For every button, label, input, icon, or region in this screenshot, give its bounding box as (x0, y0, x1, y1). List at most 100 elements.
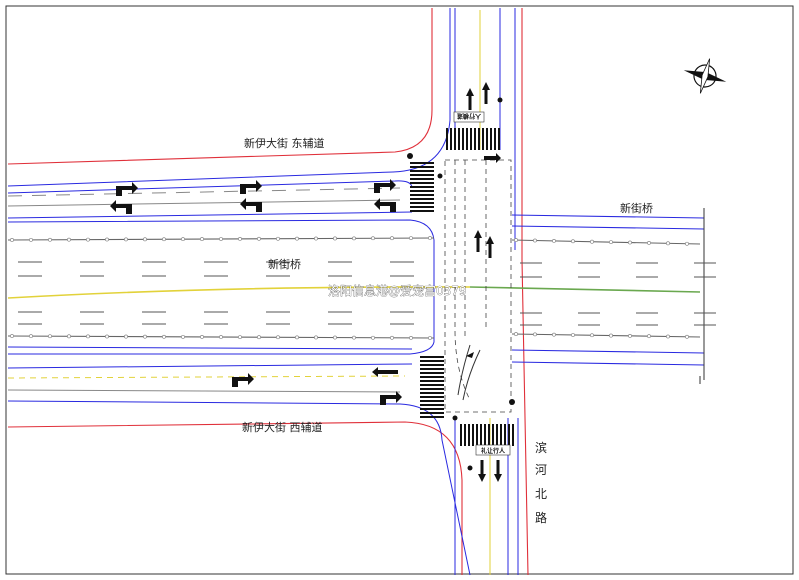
crosswalk-stripe (410, 178, 434, 180)
crosswalk-stripe (410, 174, 434, 176)
rail-dot (514, 332, 518, 336)
sign-top: 人行横道 (453, 111, 485, 123)
crosswalk-stripe (410, 190, 434, 192)
signal-markers (381, 97, 515, 471)
rail-dot (628, 333, 632, 338)
rail-dot (314, 335, 318, 340)
crosswalk-stripe (420, 364, 444, 366)
rail-dot (10, 238, 14, 242)
rail-dot (314, 236, 318, 241)
main-road-label: 新街桥 (268, 257, 301, 271)
rail-dot (533, 238, 537, 243)
crosswalk-stripe (454, 128, 456, 150)
lane-edges (7, 8, 705, 576)
arrow-icon (482, 82, 490, 104)
rail-dot (219, 335, 223, 339)
arrow-icon (466, 88, 474, 110)
crosswalk-stripe (420, 408, 444, 410)
arrow-icon (466, 352, 474, 358)
aux-separators (7, 187, 401, 393)
arrow-icon (478, 460, 486, 482)
arrow-icon (240, 180, 262, 194)
arrow-icon (232, 373, 254, 387)
arrow-icon (372, 367, 398, 377)
crosswalk-stripe (420, 404, 444, 406)
rail-dot (514, 238, 518, 242)
rail-dot (685, 241, 689, 246)
rail-dot (181, 237, 185, 242)
rail-dot (48, 237, 52, 242)
crosswalk-stripe (410, 162, 434, 164)
north-arrow-icon (683, 58, 727, 94)
crosswalk-stripe (464, 424, 466, 446)
rail-dot (238, 236, 242, 241)
rail-dot (390, 236, 394, 241)
rail-dot (571, 239, 575, 244)
north-road-char: 滨 (535, 440, 547, 455)
crosswalk-stripe (466, 128, 468, 150)
crosswalk-stripe (410, 170, 434, 172)
rail-dot (609, 240, 613, 245)
crosswalk-stripe (410, 194, 434, 196)
rail-dot (67, 334, 71, 339)
crosswalk-stripe (504, 424, 506, 446)
rail-dot (29, 334, 33, 339)
rail-dot (200, 335, 204, 339)
south-leg-arrows (466, 352, 502, 482)
crosswalk-stripe (476, 424, 478, 446)
rail-dot (257, 335, 261, 340)
rail-dot (552, 332, 556, 337)
east-aux-arrows (110, 179, 396, 214)
crosswalk-stripe (478, 128, 480, 150)
crosswalk-stripe (420, 396, 444, 398)
crosswalk-stripe (420, 372, 444, 374)
arrow-icon (486, 236, 494, 258)
rail-dot (390, 335, 394, 340)
watermark: 洛阳信息港@爱宠宫0379 (328, 283, 467, 298)
crosswalk-left-lower (420, 356, 444, 418)
crosswalk-stripe (410, 166, 434, 168)
drawing-frame (5, 5, 794, 575)
rail-dot (352, 236, 356, 241)
crosswalk-stripe (410, 210, 434, 212)
rail-dot (238, 335, 242, 340)
rail-dot (219, 237, 223, 241)
crosswalk-stripe (482, 128, 484, 150)
rail-dot (590, 333, 594, 338)
rail-dot (29, 237, 33, 242)
rail-dot (609, 333, 613, 338)
crosswalk-stripe (496, 424, 498, 446)
crosswalk-stripe (480, 424, 482, 446)
bridge-label: 新街桥 (620, 201, 653, 215)
crosswalk-stripe (474, 128, 476, 150)
arrow-icon (110, 200, 132, 214)
rail-dot (533, 332, 537, 337)
rail-dot (628, 240, 632, 245)
rail-dots (10, 236, 689, 340)
rail-dot (10, 334, 14, 338)
crosswalk-stripe (420, 356, 444, 358)
arrow-icon (494, 460, 502, 482)
crosswalk-stripe (468, 424, 470, 446)
rail-dot (143, 237, 147, 242)
crosswalk-stripe (420, 388, 444, 390)
crosswalk-stripe (500, 424, 502, 446)
road-boundaries (7, 8, 529, 576)
sign-top-text: 人行横道 (457, 112, 481, 120)
rail-dot (67, 237, 71, 242)
rail-dot (428, 336, 432, 340)
rail-dot (162, 237, 166, 242)
rail-dot (276, 236, 280, 241)
sign-bottom: 礼让行人 (475, 444, 511, 456)
crosswalk-stripe (420, 384, 444, 386)
turn-guide (457, 344, 481, 401)
crosswalk-stripe (460, 424, 462, 446)
crosswalk-stripe (490, 128, 492, 150)
rail-dot (48, 334, 52, 339)
crosswalk-stripe (450, 128, 452, 150)
west-aux-road-label: 新伊大街 西辅道 (242, 420, 323, 434)
rail-dot (276, 335, 280, 340)
arrow-icon (484, 153, 501, 163)
crosswalk-top (446, 128, 500, 150)
rail-dot (590, 239, 594, 244)
